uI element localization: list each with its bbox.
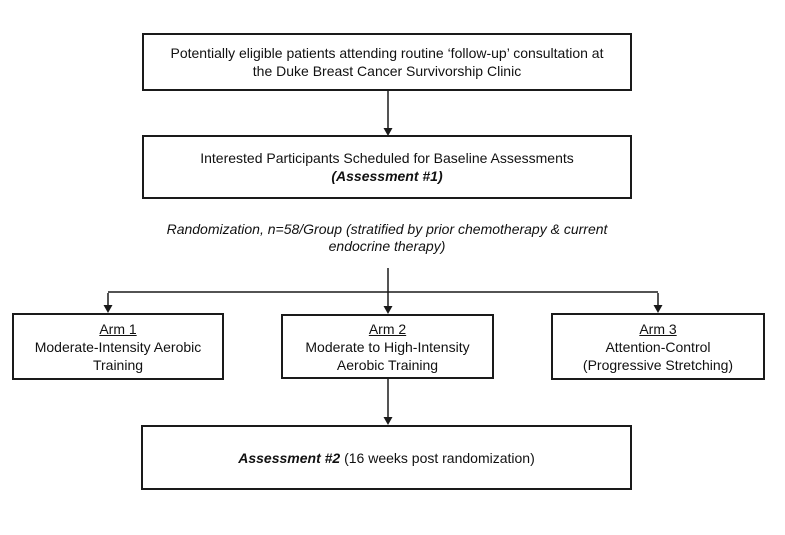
box-eligible-patients: Potentially eligible patients attending … [142, 33, 632, 91]
box-arm2: Arm 2 Moderate to High-Intensity Aerobic… [281, 314, 494, 379]
arm3-description: Attention-Control (Progressive Stretchin… [582, 338, 734, 373]
eligible-patients-text: Potentially eligible patients attending … [170, 45, 604, 79]
assessment2-label: Assessment #2 [238, 449, 341, 466]
baseline-text: Interested Participants Scheduled for Ba… [200, 150, 574, 166]
arm2-description: Moderate to High-Intensity Aerobic Train… [305, 338, 470, 373]
box-arm3: Arm 3 Attention-Control (Progressive Str… [551, 313, 765, 380]
arm1-description: Moderate-Intensity Aerobic Training [34, 338, 202, 373]
assessment1-label: (Assessment #1) [331, 168, 443, 184]
assessment2-timing: (16 weeks post randomization) [340, 449, 535, 466]
randomization-note: Randomization, n=58/Group (stratified by… [166, 221, 608, 254]
box-assessment2: Assessment #2 (16 weeks post randomizati… [141, 425, 632, 490]
assessment2-text: Assessment #2 (16 weeks post randomizati… [238, 449, 535, 467]
arm3-title: Arm 3 [639, 320, 677, 337]
randomization-split-connector [103, 268, 663, 314]
box-baseline-assessment: Interested Participants Scheduled for Ba… [142, 135, 632, 199]
box-arm1: Arm 1 Moderate-Intensity Aerobic Trainin… [12, 313, 224, 380]
arm1-title: Arm 1 [99, 320, 137, 337]
arm2-title: Arm 2 [368, 320, 407, 337]
